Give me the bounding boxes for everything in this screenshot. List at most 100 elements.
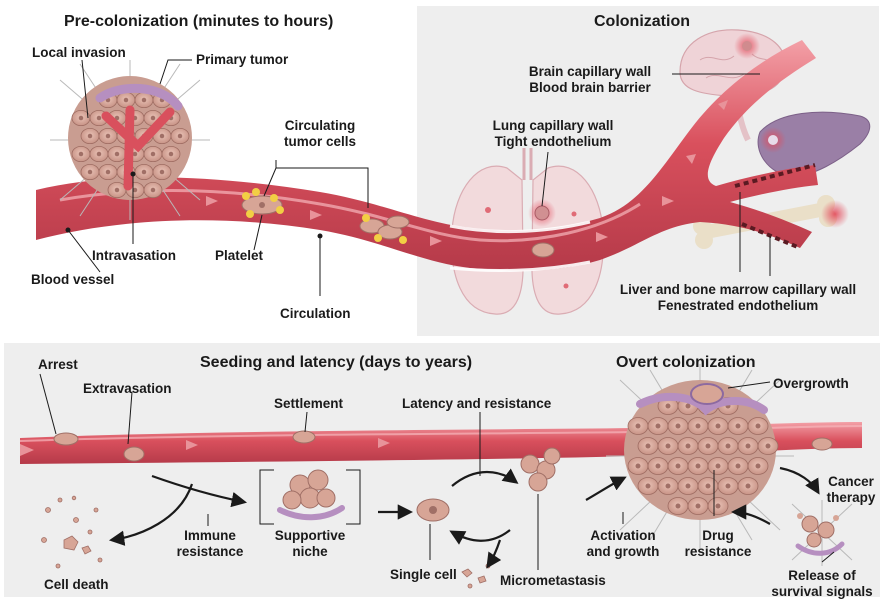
label-brain-capillary: Brain capillary wall Blood brain barrier (500, 64, 680, 96)
cell-nucleus (88, 170, 93, 175)
cell-nucleus (97, 152, 102, 157)
cell-nucleus (636, 464, 641, 469)
label-arrest: Arrest (38, 357, 78, 373)
cell-nucleus (706, 444, 711, 449)
cell-nucleus (106, 170, 111, 175)
cell-nucleus (746, 484, 751, 489)
label-activation-line1: Activation (580, 528, 666, 544)
label-lung-line1: Lung capillary wall (468, 118, 638, 134)
label-drug-resistance: Drug resistance (676, 528, 760, 560)
label-intravasation: Intravasation (92, 248, 176, 264)
cell-nucleus (726, 484, 731, 489)
label-drug-line2: resistance (676, 544, 760, 560)
cell-nucleus (160, 134, 165, 139)
label-supportive-line2: niche (268, 544, 352, 560)
label-extravasation: Extravasation (83, 381, 172, 397)
label-drug-line1: Drug (676, 528, 760, 544)
cell-nucleus (756, 464, 761, 469)
cell-nucleus (696, 464, 701, 469)
cell-nucleus (706, 484, 711, 489)
cell-nucleus (151, 152, 156, 157)
cell-nucleus (676, 504, 681, 509)
cell-nucleus (676, 464, 681, 469)
cell-nucleus (151, 188, 156, 193)
cell-nucleus (646, 444, 651, 449)
label-lung-capillary: Lung capillary wall Tight endothelium (468, 118, 638, 150)
overt-colonization-title: Overt colonization (616, 353, 756, 372)
cell-nucleus (676, 424, 681, 429)
label-blood-vessel: Blood vessel (31, 272, 114, 288)
label-micrometastasis: Micrometastasis (500, 573, 606, 589)
label-lung-line2: Tight endothelium (468, 134, 638, 150)
label-immune-line1: Immune (172, 528, 248, 544)
cell-nucleus (716, 464, 721, 469)
label-settlement: Settlement (274, 396, 343, 412)
label-brain-line2: Blood brain barrier (500, 80, 680, 96)
cell-nucleus (716, 504, 721, 509)
label-immune-resistance: Immune resistance (172, 528, 248, 560)
cell-nucleus (726, 444, 731, 449)
cell-nucleus (646, 484, 651, 489)
cell-nucleus (151, 116, 156, 121)
label-cancer-therapy: Cancer therapy (818, 474, 884, 506)
cell-nucleus (79, 152, 84, 157)
label-cancer-line1: Cancer (818, 474, 884, 490)
cell-nucleus (124, 98, 129, 103)
label-supportive-niche: Supportive niche (268, 528, 352, 560)
cell-nucleus (736, 424, 741, 429)
label-cell-death: Cell death (44, 577, 109, 593)
colonization-title: Colonization (594, 12, 690, 31)
pre-colonization-title: Pre-colonization (minutes to hours) (64, 12, 333, 31)
label-overgrowth: Overgrowth (773, 376, 849, 392)
cell-nucleus (169, 152, 174, 157)
cell-nucleus (686, 484, 691, 489)
cell-nucleus (686, 444, 691, 449)
cell-nucleus (97, 116, 102, 121)
cell-nucleus (115, 188, 120, 193)
label-primary-tumor: Primary tumor (196, 52, 288, 68)
cell-nucleus (696, 424, 701, 429)
label-platelet: Platelet (215, 248, 263, 264)
cell-nucleus (636, 424, 641, 429)
seeding-latency-title: Seeding and latency (days to years) (200, 353, 472, 372)
label-activation-growth: Activation and growth (580, 528, 666, 560)
cell-nucleus (766, 444, 771, 449)
cell-nucleus (656, 424, 661, 429)
cell-nucleus (666, 444, 671, 449)
label-circulation: Circulation (280, 306, 351, 322)
label-immune-line2: resistance (172, 544, 248, 560)
label-brain-line1: Brain capillary wall (500, 64, 680, 80)
label-supportive-line1: Supportive (268, 528, 352, 544)
label-release-line1: Release of (760, 568, 884, 584)
label-local-invasion: Local invasion (32, 45, 126, 61)
label-circulating-line1: Circulating (270, 118, 370, 134)
label-liver-bone-capillary: Liver and bone marrow capillary wall Fen… (600, 282, 876, 314)
cell-nucleus (736, 464, 741, 469)
cell-nucleus (716, 424, 721, 429)
cell-nucleus (106, 134, 111, 139)
label-circulating-line2: tumor cells (270, 134, 370, 150)
cell-nucleus (696, 504, 701, 509)
cell-nucleus (746, 444, 751, 449)
cell-nucleus (79, 116, 84, 121)
cell-nucleus (115, 152, 120, 157)
cell-nucleus (88, 134, 93, 139)
cell-nucleus (178, 134, 183, 139)
label-release-line2: survival signals (760, 584, 884, 600)
cell-nucleus (133, 152, 138, 157)
label-activation-line2: and growth (580, 544, 666, 560)
cell-nucleus (686, 404, 691, 409)
label-latency-resistance: Latency and resistance (402, 396, 551, 412)
label-single-cell: Single cell (390, 567, 457, 583)
cell-nucleus (666, 484, 671, 489)
label-liver-line2: Fenestrated endothelium (600, 298, 876, 314)
cell-nucleus (142, 170, 147, 175)
label-liver-line1: Liver and bone marrow capillary wall (600, 282, 876, 298)
cell-nucleus (142, 98, 147, 103)
label-cancer-line2: therapy (818, 490, 884, 506)
cell-nucleus (666, 404, 671, 409)
cell-nucleus (160, 170, 165, 175)
label-release-signals: Release of survival signals (760, 568, 884, 600)
cell-nucleus (756, 424, 761, 429)
